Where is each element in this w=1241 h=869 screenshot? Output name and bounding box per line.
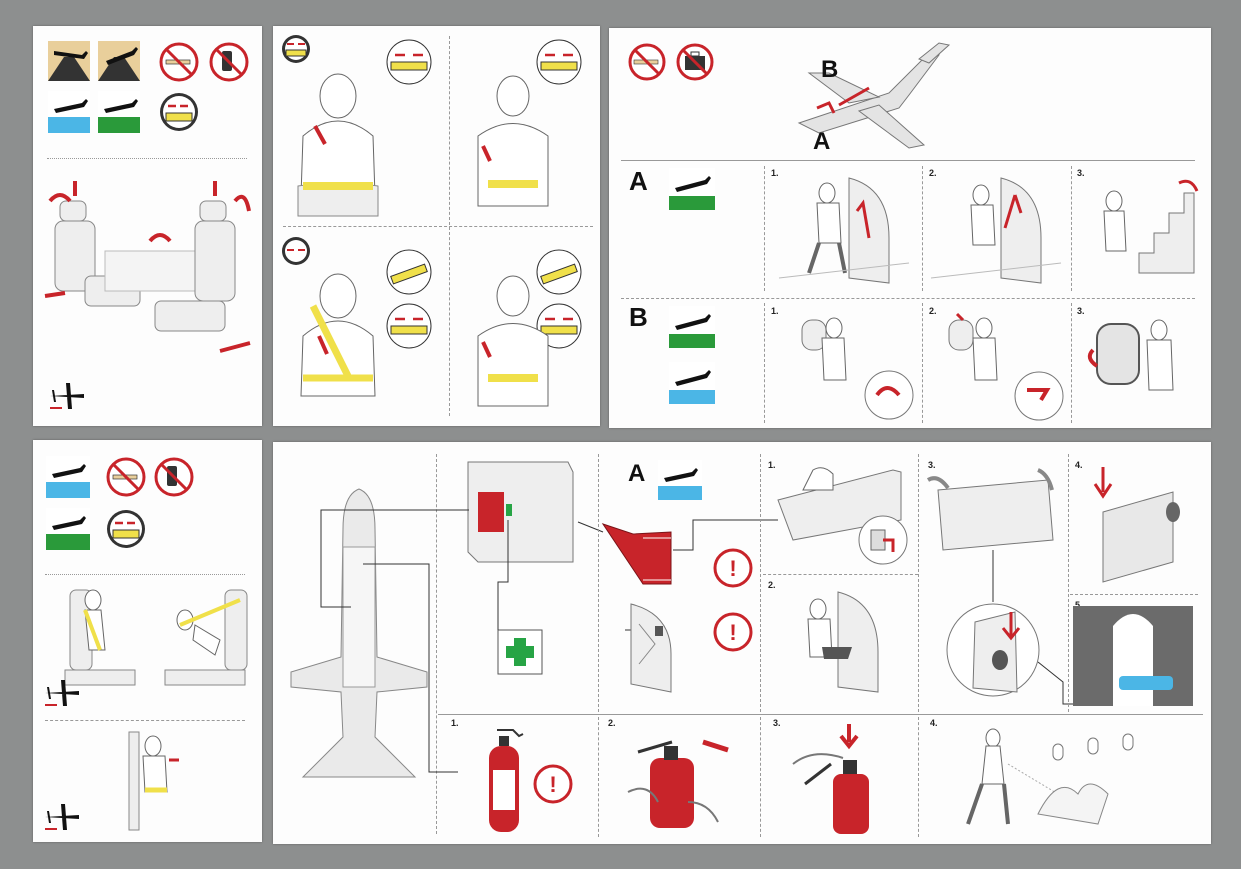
warning-exclamation-icon: !	[713, 548, 753, 588]
exit-label-b: B	[821, 56, 839, 83]
window-exit-illustration	[801, 317, 914, 420]
section-b-label: B	[629, 302, 648, 332]
ground-landing-icon	[669, 306, 715, 348]
raft-deployed-illustration	[1073, 606, 1193, 706]
water-landing-icon	[669, 362, 715, 404]
takeoff-land-icon	[48, 41, 90, 81]
person-fastening-seatbelt	[297, 73, 379, 217]
no-baggage-icon	[676, 43, 714, 81]
person-seated-seatbelt	[477, 75, 549, 207]
raft-removal-illustration	[777, 467, 908, 565]
seatbelt-lap-icon	[282, 35, 310, 63]
extinguisher-pull-pin	[627, 739, 729, 828]
seatbelt-buckle-icon	[160, 93, 198, 131]
panel-emergency-equipment: ! ! A 1. 2. 3. 4. 5.	[273, 442, 1211, 844]
exit-label-a: A	[813, 128, 831, 155]
ground-landing-icon	[98, 91, 140, 133]
aircraft-top-view	[290, 488, 428, 778]
seatbelt-detail-icon	[386, 249, 432, 295]
airplane-icon	[45, 804, 79, 830]
step-number: 2.	[768, 580, 776, 590]
fire-extinguisher	[489, 729, 524, 832]
water-landing-icon	[46, 456, 90, 498]
no-phone-icon	[209, 42, 249, 82]
step-number: 1.	[771, 168, 779, 178]
panel-seatbelts	[273, 26, 600, 426]
airplane-icon	[50, 383, 84, 409]
no-phone-icon	[154, 457, 194, 497]
step-number: 5.	[1075, 600, 1083, 610]
water-landing-icon	[658, 460, 702, 500]
door-opening-illustration	[930, 177, 1062, 284]
seat-adjustment-illustration	[44, 181, 251, 353]
warning-exclamation-icon: !	[713, 612, 753, 652]
step-number: 3.	[1077, 306, 1085, 316]
life-raft-bag	[601, 523, 672, 585]
seatbelt-shoulder-icon	[282, 237, 310, 265]
panel-brace-position	[33, 440, 262, 842]
window-removed-illustration	[1087, 319, 1174, 391]
crew-seat-illustration	[128, 731, 179, 831]
door-exit-location	[630, 603, 672, 693]
raft-handle-detail	[946, 603, 1040, 697]
airplane-icon	[45, 680, 79, 706]
water-landing-icon	[48, 91, 90, 133]
no-smoking-icon	[106, 457, 146, 497]
seatbelt-buckle-icon	[107, 510, 145, 548]
person-shoulder-belt	[300, 273, 376, 397]
person-seated-belt-2	[477, 275, 549, 407]
step-number: 2.	[929, 168, 937, 178]
seatbelt-detail-icon	[386, 303, 432, 349]
panel-seat-position	[33, 26, 262, 426]
seatbelt-detail-icon	[536, 39, 582, 85]
ground-landing-icon	[669, 168, 715, 210]
warning-mark-text: !	[549, 772, 556, 797]
step-number: 3.	[928, 460, 936, 470]
window-exit-illustration	[948, 312, 1064, 421]
brace-position-illustration	[64, 589, 248, 686]
section-a-label: A	[629, 166, 648, 196]
raft-carry-illustration	[807, 591, 879, 693]
no-smoking-icon	[628, 43, 666, 81]
door-opening-illustration	[778, 177, 910, 284]
step-number: 1.	[451, 718, 459, 728]
first-aid-cabinet	[467, 461, 574, 563]
raft-section-label: A	[628, 460, 646, 487]
warning-mark-text: !	[729, 620, 736, 645]
first-aid-icon	[497, 629, 543, 675]
no-smoking-icon	[159, 42, 199, 82]
takeoff-land-icon	[98, 41, 140, 81]
raft-deploy-illustration	[1093, 467, 1180, 583]
step-number: 4.	[930, 718, 938, 728]
step-number: 2.	[929, 306, 937, 316]
ground-landing-icon	[46, 508, 90, 550]
seatbelt-detail-icon	[536, 249, 582, 295]
step-number: 3.	[773, 718, 781, 728]
extinguisher-use-on-fire	[966, 728, 1134, 825]
exit-location-aircraft	[797, 42, 951, 149]
step-number: 3.	[1077, 168, 1085, 178]
step-number: 1.	[768, 460, 776, 470]
warning-exclamation-icon: !	[533, 764, 573, 804]
step-number: 1.	[771, 306, 779, 316]
seatbelt-detail-icon	[386, 39, 432, 85]
warning-mark-text: !	[729, 556, 736, 581]
extinguisher-squeeze	[792, 724, 869, 834]
step-number: 2.	[608, 718, 616, 728]
raft-latch-illustration	[926, 468, 1054, 551]
panel-emergency-exits: B A A 1. 2. 3. B	[609, 28, 1211, 428]
stairs-exit-illustration	[1103, 179, 1199, 274]
step-number: 4.	[1075, 460, 1083, 470]
